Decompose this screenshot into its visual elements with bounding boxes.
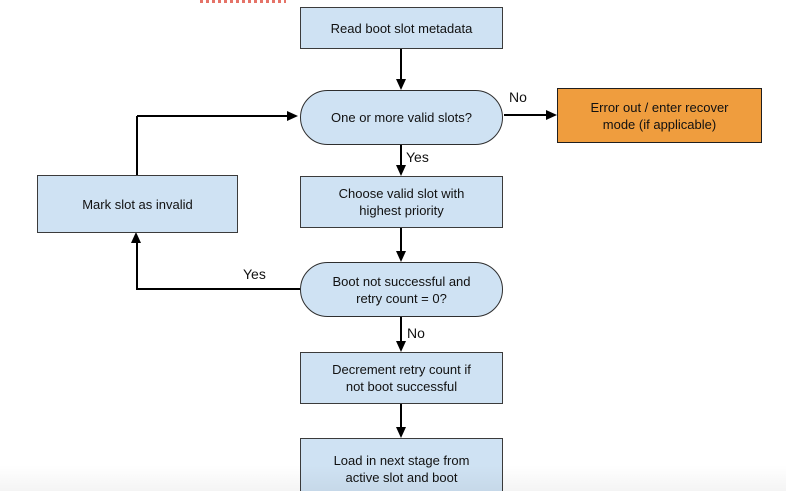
- edge-valid-to-error: [504, 114, 546, 116]
- node-decrement-retry-count: Decrement retry count if not boot succes…: [300, 352, 503, 404]
- arrowhead-right-icon: [287, 111, 298, 121]
- arrowhead-down-icon: [396, 251, 406, 262]
- arrowhead-down-icon: [396, 341, 406, 352]
- edge-retry-yes-vertical: [136, 243, 138, 290]
- edge-valid-to-choose: [400, 145, 402, 166]
- edge-label-no: No: [407, 325, 425, 341]
- red-dashed-artifact: [200, 0, 286, 3]
- edge-choose-to-retry: [400, 228, 402, 252]
- node-label: Read boot slot metadata: [330, 20, 473, 36]
- arrowhead-down-icon: [396, 79, 406, 90]
- node-label: One or more valid slots?: [331, 110, 472, 125]
- node-decision-valid-slots: One or more valid slots?: [300, 90, 503, 145]
- node-decision-boot-retry: Boot not successful and retry count = 0?: [300, 262, 503, 317]
- node-label: Choose valid slot with highest priority: [338, 186, 465, 218]
- edge-mark-loop-vertical: [136, 116, 138, 175]
- node-read-boot-slot-metadata: Read boot slot metadata: [300, 7, 503, 49]
- edge-retry-yes-horizontal: [137, 288, 300, 290]
- edge-read-to-valid: [400, 49, 402, 80]
- edge-retry-to-decrement: [400, 317, 402, 342]
- arrowhead-right-icon: [546, 110, 557, 120]
- edge-decrement-to-load: [400, 404, 402, 428]
- node-mark-slot-invalid: Mark slot as invalid: [37, 175, 238, 233]
- node-label: Boot not successful and retry count = 0?: [332, 273, 471, 306]
- arrowhead-down-icon: [396, 165, 406, 176]
- node-choose-valid-slot: Choose valid slot with highest priority: [300, 176, 503, 228]
- edge-label-yes: Yes: [406, 149, 429, 165]
- node-label: Mark slot as invalid: [82, 196, 193, 212]
- node-error-recover-mode: Error out / enter recover mode (if appli…: [557, 88, 762, 143]
- edge-label-no: No: [509, 89, 527, 105]
- node-label: Load in next stage from active slot and …: [333, 453, 470, 485]
- edge-label-yes: Yes: [243, 266, 266, 282]
- arrowhead-down-icon: [396, 427, 406, 438]
- node-label: Error out / enter recover mode (if appli…: [590, 99, 729, 132]
- node-load-next-stage: Load in next stage from active slot and …: [300, 438, 503, 491]
- edge-mark-loop-horizontal: [137, 115, 287, 117]
- node-label: Decrement retry count if not boot succes…: [332, 362, 471, 394]
- arrowhead-up-icon: [131, 232, 141, 243]
